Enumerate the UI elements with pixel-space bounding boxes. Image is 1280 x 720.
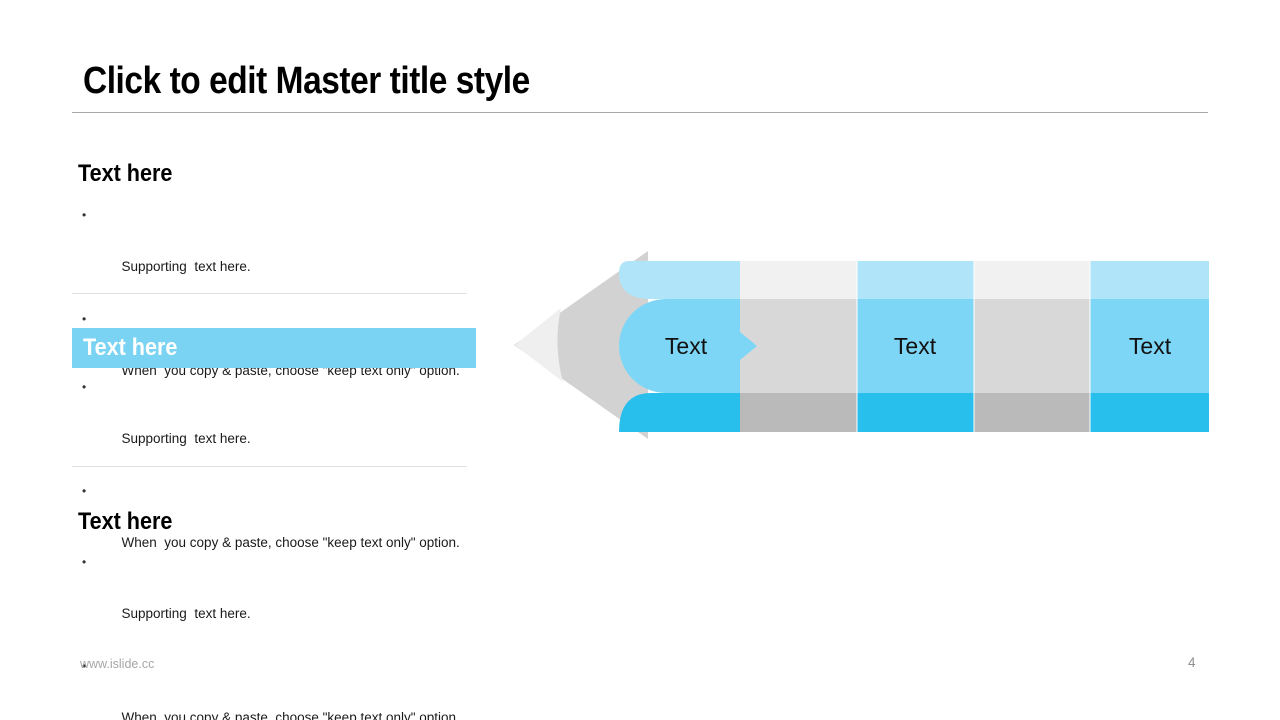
pencil-tip-shape xyxy=(515,308,563,382)
section-2-heading: Text here xyxy=(83,334,178,361)
bullet-item[interactable]: • When you copy & paste, choose "keep te… xyxy=(82,478,477,582)
section-3-heading[interactable]: Text here xyxy=(78,508,173,535)
bullet-dot-icon: • xyxy=(82,312,87,326)
bullet-text: When you copy & paste, choose "keep text… xyxy=(121,710,460,720)
grid-cell xyxy=(1090,261,1209,299)
bullet-item[interactable]: • Supporting text here. xyxy=(82,202,477,306)
bullet-dot-icon: • xyxy=(82,555,87,569)
grid-cell xyxy=(857,261,974,299)
grid-cell xyxy=(740,261,857,299)
bullet-item[interactable]: • Supporting text here. xyxy=(82,374,477,478)
section-2-bullets[interactable]: • Supporting text here. • When you copy … xyxy=(82,374,477,582)
grid-cell xyxy=(857,299,974,393)
section-divider xyxy=(72,293,467,294)
title-underline xyxy=(72,112,1208,113)
bullet-text: Supporting text here. xyxy=(121,606,251,621)
column-separators xyxy=(856,260,1091,433)
section-3-bullets[interactable]: • Supporting text here. • When you copy … xyxy=(82,549,477,720)
section-1-heading[interactable]: Text here xyxy=(78,160,173,187)
stage-1-label[interactable]: Text xyxy=(665,333,708,359)
stage-3-label[interactable]: Text xyxy=(1129,333,1172,359)
bullet-dot-icon: • xyxy=(82,380,87,394)
bullet-item[interactable]: • Supporting text here. xyxy=(82,549,477,653)
bullet-text: Supporting text here. xyxy=(121,431,251,446)
grid-cell xyxy=(974,393,1090,432)
stage-1-top-shape xyxy=(619,261,740,299)
bullet-text: When you copy & paste, choose "keep text… xyxy=(121,535,460,550)
grid-cell xyxy=(740,299,857,393)
grid-cell xyxy=(740,393,857,432)
grid-cell xyxy=(1090,299,1209,393)
bullet-item[interactable]: • When you copy & paste, choose "keep te… xyxy=(82,653,477,720)
bullet-dot-icon: • xyxy=(82,484,87,498)
bullet-text: Supporting text here. xyxy=(121,259,251,274)
section-divider xyxy=(72,466,467,467)
pencil-body-shape xyxy=(514,251,648,439)
stage-2-label[interactable]: Text xyxy=(894,333,937,359)
grid-cell xyxy=(974,261,1090,299)
stage-1-bottom-shape xyxy=(619,393,740,432)
grid-cell xyxy=(974,299,1090,393)
grid-cell xyxy=(857,393,974,432)
bullet-dot-icon: • xyxy=(82,208,87,222)
pencil-process-diagram: Text Text Text xyxy=(514,251,1209,439)
footer-watermark: www.islide.cc xyxy=(80,657,155,671)
section-2-highlight-bar[interactable]: Text here xyxy=(72,328,476,368)
bullet-dot-icon: • xyxy=(82,659,87,673)
slide-title[interactable]: Click to edit Master title style xyxy=(83,60,530,102)
page-number: 4 xyxy=(1188,655,1196,670)
grid-cell xyxy=(1090,393,1209,432)
stage-1-circle-arrow-shape xyxy=(619,299,757,393)
